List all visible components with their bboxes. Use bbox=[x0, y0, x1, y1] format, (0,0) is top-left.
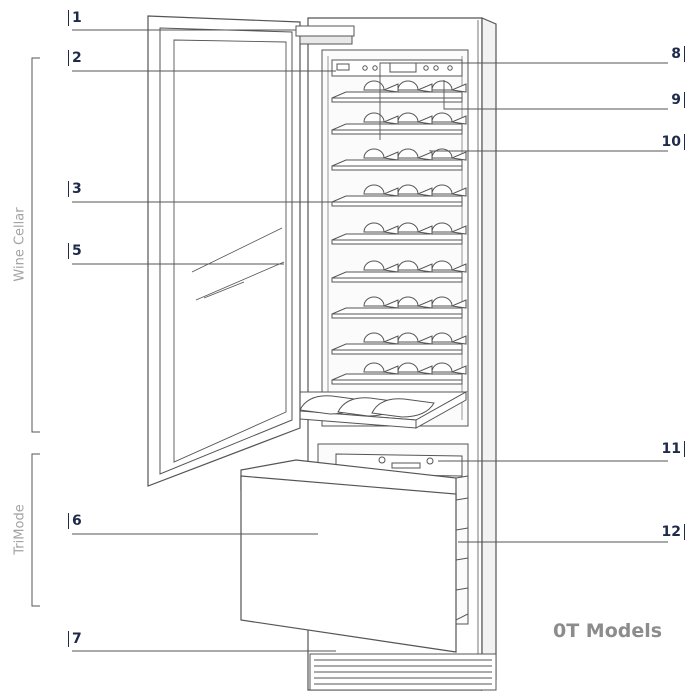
wine-bottle bbox=[363, 112, 399, 125]
wine-bottle bbox=[431, 332, 467, 345]
wine-bottle bbox=[397, 112, 433, 125]
callout-1: 1 bbox=[68, 10, 82, 26]
cellar-door bbox=[147, 15, 301, 487]
wine-bottle bbox=[431, 362, 467, 375]
wine-bottle bbox=[397, 184, 433, 197]
trimode-section-label: TriMode bbox=[12, 504, 28, 555]
shelf bbox=[331, 332, 467, 355]
callout-9: 9 bbox=[671, 92, 685, 108]
wine-bottle bbox=[363, 362, 399, 375]
section-brackets bbox=[31, 57, 40, 607]
wine-bottle bbox=[431, 222, 467, 235]
wine-bottle bbox=[431, 80, 467, 93]
wine-bottle bbox=[363, 80, 399, 93]
wine-bottle bbox=[363, 184, 399, 197]
plinth bbox=[309, 653, 497, 691]
wine-shelves bbox=[331, 80, 467, 385]
callout-8: 8 bbox=[671, 46, 685, 62]
wine-bottle bbox=[397, 222, 433, 235]
wine-bottle bbox=[397, 362, 433, 375]
shelf bbox=[331, 148, 467, 171]
wine-bottle bbox=[431, 296, 467, 309]
wine-bottle bbox=[431, 184, 467, 197]
shelf bbox=[331, 222, 467, 245]
callout-12: 12 bbox=[662, 524, 685, 540]
model-label: 0T Models bbox=[553, 620, 663, 642]
wine-bottle bbox=[363, 332, 399, 345]
callout-6: 6 bbox=[68, 513, 82, 529]
callout-2: 2 bbox=[68, 50, 82, 66]
wine-bottle bbox=[397, 80, 433, 93]
shelf bbox=[331, 296, 467, 319]
wine-bottle bbox=[397, 332, 433, 345]
shelf bbox=[331, 362, 467, 385]
shelf bbox=[331, 184, 467, 207]
callout-5: 5 bbox=[68, 243, 82, 259]
wine-bottle bbox=[431, 260, 467, 273]
door-hinge bbox=[295, 25, 355, 45]
callout-11: 11 bbox=[662, 441, 685, 457]
trimode-drawer bbox=[240, 459, 457, 653]
leader-lines bbox=[72, 29, 668, 652]
shelf bbox=[331, 112, 467, 135]
callout-3: 3 bbox=[68, 181, 82, 197]
wine-bottle bbox=[397, 148, 433, 161]
wine-bottle bbox=[397, 260, 433, 273]
callout-10: 10 bbox=[662, 134, 685, 150]
wine-cellar-section-label: Wine Cellar bbox=[12, 207, 28, 282]
wine-bottle bbox=[431, 148, 467, 161]
shelf bbox=[331, 260, 467, 283]
wine-bottle bbox=[363, 222, 399, 235]
callout-7: 7 bbox=[68, 631, 82, 647]
wine-bottle bbox=[397, 296, 433, 309]
wine-bottle bbox=[363, 296, 399, 309]
wine-bottle bbox=[363, 260, 399, 273]
shelf bbox=[331, 80, 467, 103]
control-panel bbox=[331, 59, 463, 77]
wine-bottle bbox=[431, 112, 467, 125]
wine-bottle bbox=[363, 148, 399, 161]
